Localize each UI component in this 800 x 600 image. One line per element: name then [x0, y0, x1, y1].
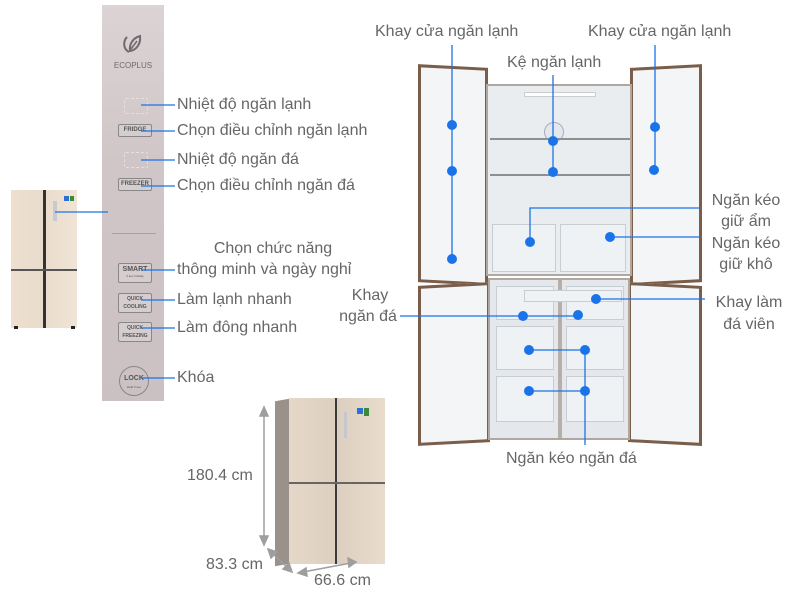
- smart-button-label: SMART: [122, 266, 148, 273]
- fridge-light: [524, 92, 596, 97]
- lock-button[interactable]: LOCK Hold 3 sec: [119, 366, 149, 396]
- dry-drawer: [560, 224, 626, 272]
- callout-dot: [524, 386, 534, 396]
- callout-dot: [649, 165, 659, 175]
- energy-label: [64, 196, 69, 201]
- fridge-front-thumbnail: [11, 190, 77, 329]
- quick-cooling-button[interactable]: QUICK COOLING: [118, 293, 152, 313]
- label-freezer-drawer: Ngăn kéo ngăn đá: [506, 450, 637, 467]
- label-freezer-temp: Nhiệt độ ngăn đá: [177, 151, 299, 168]
- label-dry-drawer-1: Ngăn kéo: [711, 235, 781, 252]
- label-quick-freezing: Làm đông nhanh: [177, 319, 298, 336]
- label-ice-tray-2: đá viên: [723, 316, 775, 333]
- callout-dot: [518, 311, 528, 321]
- label-left-door-tray: Khay cửa ngăn lạnh: [375, 23, 519, 40]
- control-panel-mini: [53, 201, 57, 221]
- label-lock: Khóa: [177, 369, 215, 386]
- fridge-button[interactable]: FRIDGE: [118, 124, 152, 137]
- lock-label: LOCK: [124, 375, 144, 382]
- freezer-button[interactable]: FREEZER: [118, 178, 152, 191]
- label-smart-line1: Chọn chức năng: [213, 240, 333, 257]
- label-humidity-drawer-1: Ngăn kéo: [711, 192, 781, 209]
- freezer-drawer-2-right: [566, 376, 624, 422]
- callout-dot: [650, 122, 660, 132]
- label-ice-tray-1: Khay làm: [715, 294, 783, 311]
- lock-sublabel: Hold 3 sec: [126, 385, 142, 389]
- dimension-height: 180.4 cm: [187, 467, 253, 484]
- label-quick-cooling: Làm lạnh nhanh: [177, 291, 292, 308]
- fridge-shelf-1: [490, 138, 630, 140]
- eco-leaf-icon: [123, 34, 142, 53]
- fridge-temp-display: [124, 98, 148, 114]
- panel-divider: [112, 233, 156, 234]
- freezer-compartment: [488, 278, 630, 440]
- fridge-front: [289, 398, 385, 564]
- callout-dot: [548, 136, 558, 146]
- quick-freezing-button[interactable]: QUICK FREEZING: [118, 322, 152, 342]
- callout-dot: [580, 386, 590, 396]
- label-freezer-adjust: Chọn điều chỉnh ngăn đá: [177, 177, 355, 194]
- label-right-door-tray: Khay cửa ngăn lạnh: [588, 23, 732, 40]
- fridge-shelf-2: [490, 174, 630, 176]
- label-fridge-adjust: Chọn điều chỉnh ngăn lạnh: [177, 122, 368, 139]
- label-freezer-tray-1: Khay: [351, 287, 389, 304]
- label-smart-line2: thông minh và ngày nghỉ: [177, 261, 352, 278]
- fridge-compartment: [486, 84, 632, 276]
- door-gap: [43, 190, 46, 328]
- dimension-width: 66.6 cm: [314, 572, 371, 589]
- smart-button[interactable]: SMART 3 sec holiday: [118, 263, 152, 283]
- callout-dot: [524, 345, 534, 355]
- label-humidity-drawer-2: giữ ẩm: [721, 213, 771, 230]
- callout-dot: [548, 167, 558, 177]
- door-split: [11, 269, 77, 271]
- callout-dot: [447, 166, 457, 176]
- energy-label-green: [70, 196, 74, 201]
- quick-cooling-label-2: COOLING: [123, 304, 147, 310]
- label-fridge-temp: Nhiệt độ ngăn lạnh: [177, 96, 312, 113]
- callout-dot: [591, 294, 601, 304]
- freezer-drawer-2-left: [496, 376, 554, 422]
- label-dry-drawer-2: giữ khô: [719, 256, 773, 273]
- label-fridge-shelf: Kệ ngăn lạnh: [507, 54, 602, 71]
- callout-dot: [573, 310, 583, 320]
- fridge-3d-view: [275, 398, 385, 570]
- label-freezer-tray-2: ngăn đá: [339, 308, 397, 325]
- brand-logo-text: ECOPLUS: [113, 61, 153, 70]
- control-panel: ECOPLUS FRIDGE FREEZER SMART 3 sec holid…: [102, 5, 164, 401]
- humidity-drawer: [492, 224, 556, 272]
- smart-button-sublabel: 3 sec holiday: [126, 274, 144, 278]
- dimension-depth: 83.3 cm: [206, 556, 263, 573]
- callout-dot: [580, 345, 590, 355]
- fridge-open-view: [418, 62, 702, 448]
- callout-dot: [447, 254, 457, 264]
- callout-dot: [447, 120, 457, 130]
- callout-dot: [605, 232, 615, 242]
- quick-freezing-label-1: QUICK: [126, 325, 144, 331]
- quick-cooling-label-1: QUICK: [126, 296, 144, 302]
- freezer-drawer-1-right: [566, 326, 624, 370]
- quick-freezing-label-2: FREEZING: [122, 333, 148, 339]
- callout-dot: [525, 237, 535, 247]
